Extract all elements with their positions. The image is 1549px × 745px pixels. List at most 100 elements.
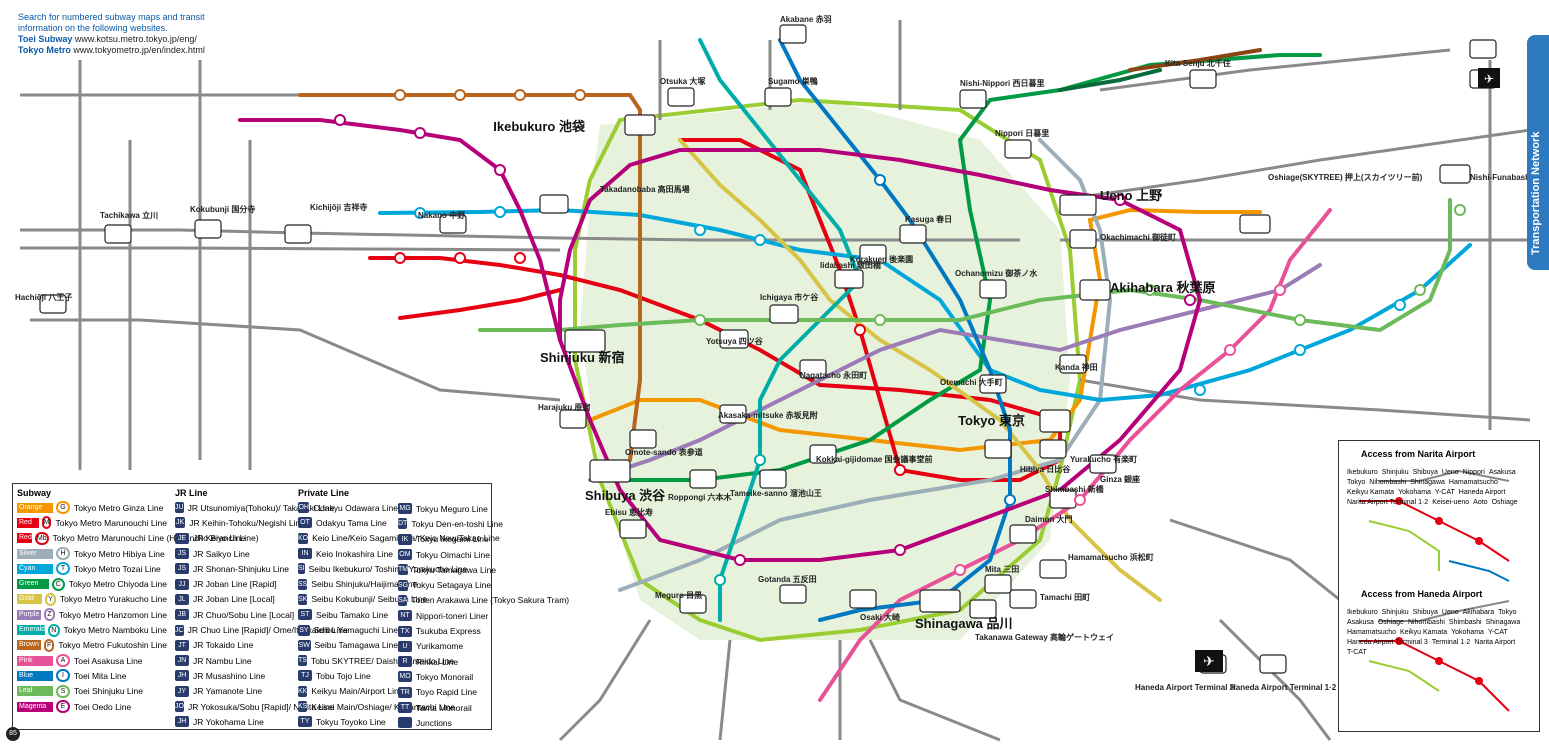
label-nishi-nippori: Nishi-Nippori 西日暮里 [960, 78, 1044, 88]
line-code-badge: NT [398, 610, 412, 622]
line-name: Tokyu Ikegami Line [416, 534, 489, 545]
airport-access-station: Ueno [1441, 469, 1459, 476]
label-nagatacho: Nagatacho 永田町 [800, 370, 867, 380]
line-code-badge: JE [175, 532, 189, 544]
label-mita: Mita 三田 [985, 565, 1019, 574]
airport-access-diagram [1359, 469, 1510, 712]
line-code-badge: OT [298, 517, 312, 529]
label-omotesando: Omote-sando 表参道 [625, 447, 703, 457]
legend-item-other: U Yurikamome [398, 639, 490, 654]
line-name: Tokyo Monorail [416, 671, 474, 682]
line-name: Tokyo Metro Namboku Line [63, 625, 167, 636]
airport-access-station: Hamamatsucho [1347, 629, 1397, 636]
airport-access-station: Keikyu Kamata [1347, 489, 1395, 496]
line-code-badge: TJ [298, 670, 312, 682]
label-sugamo: Sugamo 巣鴨 [768, 76, 818, 86]
line-name: Toei Asakusa Line [74, 655, 143, 666]
label-haneda-t3: Haneda Airport Terminal 3 [1135, 683, 1235, 692]
info-block: Search for numbered subway maps and tran… [18, 12, 258, 56]
section-tab-label: Transportation Network [1530, 131, 1542, 255]
line-name: JR Musashino Line [193, 670, 266, 681]
line-name: Tokyo Metro Chiyoda Line [68, 579, 167, 590]
line-name: JR Nambu Line [193, 655, 252, 666]
label-tameike: Tameike-sanno 溜池山王 [730, 488, 822, 498]
line-code-badge: JH [175, 716, 189, 728]
line-code-badge: JK [175, 517, 186, 529]
label-ikebukuro: Ikebukuro 池袋 [493, 119, 586, 134]
jr-lines [20, 20, 1531, 742]
line-name: Tokyu Oimachi Line [415, 549, 490, 560]
line-color-swatch: Red [17, 533, 32, 544]
airport-access-station: Shibuya [1412, 609, 1438, 616]
airport-access-station: Nihombashi [1407, 619, 1445, 626]
line-name: JR Keiyo Line [193, 533, 246, 544]
label-osaki: Osaki 大崎 [860, 612, 900, 622]
line-code-badge: SA [398, 594, 408, 606]
airport-access-station: Shibuya [1412, 469, 1438, 476]
metro-link-row: Tokyo Metro www.tokyometro.jp/en/index.h… [18, 45, 258, 56]
airport-access-station: Shinagawa [1485, 619, 1521, 626]
legend-item-other: Junctions [398, 715, 490, 730]
line-color-swatch: Blue [17, 670, 53, 681]
label-kanda: Kanda 神田 [1055, 362, 1098, 372]
label-kasuga: Kasuga 春日 [905, 214, 952, 224]
metro-url[interactable]: www.tokyometro.jp/en/index.html [73, 45, 205, 55]
line-name: Junctions [416, 717, 452, 728]
hanzomon-line [588, 263, 1322, 482]
toei-url[interactable]: www.kotsu.metro.tokyo.jp/eng/ [74, 34, 197, 44]
line-code-badge: JC [175, 624, 184, 636]
airport-access-station: Haneda Airport Terminal 3 [1347, 639, 1428, 646]
line-code-badge: U [398, 640, 412, 652]
line-code-badge: JY [175, 685, 189, 697]
line-code-badge: JS [175, 548, 189, 560]
line-color-swatch: Orange [17, 502, 53, 513]
line-code-badge: TS [298, 655, 307, 667]
line-code-badge: T [56, 562, 70, 576]
line-code-badge: JJ [175, 578, 189, 590]
line-name: Keisei Main/Oshiage/ Kanamachi Line [311, 701, 455, 712]
line-name: Tokyo Metro Ginza Line [74, 502, 164, 513]
label-yotsuya: Yotsuya 四ツ谷 [706, 336, 764, 346]
line-code-badge: H [56, 547, 70, 561]
line-code-badge: SK [298, 593, 308, 605]
fukutoshin-line [298, 93, 642, 462]
line-code-badge: KK [298, 685, 308, 697]
line-name: JR Utsunomiya(Tohoku)/ Takasaki Line [187, 502, 335, 513]
toei-label: Toei Subway [18, 34, 73, 44]
line-name: JR Chuo Line [Rapid]/ Ome/Itsukaichi Lin… [187, 625, 348, 636]
airport-access-station: Yokohama [1451, 629, 1484, 636]
airport-access-station: Nippori [1462, 469, 1485, 476]
airport-access-station: Oshiage [1491, 499, 1518, 506]
line-name: Keio Inokashira Line [316, 548, 394, 559]
line-name: Toei Mita Line [74, 670, 127, 681]
line-name: Seibu Kokubunji/ Seibuen Line [311, 594, 428, 605]
label-shinjuku: Shinjuku 新宿 [540, 350, 625, 365]
line-code-badge: KS [298, 701, 308, 712]
airport-access-station: T-CAT [1347, 649, 1367, 656]
line-name: JR Saikyo Line [193, 548, 250, 559]
line-code-badge: A [56, 654, 70, 668]
line-name: Tsukuba Express [416, 626, 481, 637]
line-name: Yurikamome [416, 641, 464, 652]
